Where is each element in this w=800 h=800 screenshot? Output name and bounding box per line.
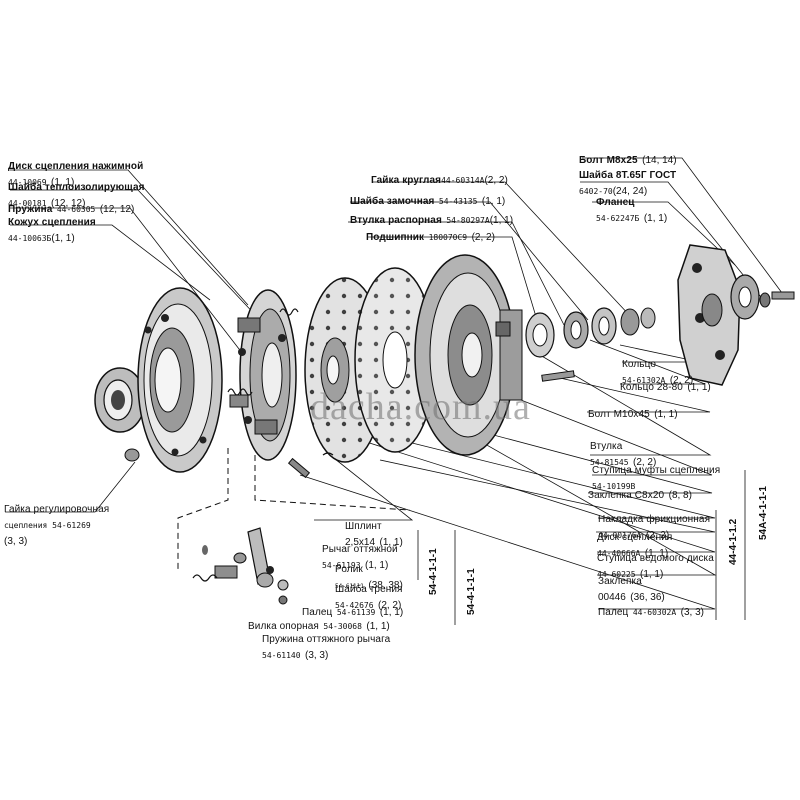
label-heat-washer: Шайба теплоизолирующая 44-00181 (12, 12): [8, 182, 145, 209]
label-rivet: Заклепка 00446 (36, 36): [598, 576, 665, 603]
label-hub-clutch: Ступица муфты сцепления 54-10199В: [592, 465, 721, 491]
friction-lining-shape: [354, 267, 436, 453]
adjusting-nut-hub: [94, 367, 146, 462]
label-bearing: Подшипник 180070С9 (2, 2): [366, 232, 495, 243]
label-rivet-c8: Заклепка С8х20 (8, 8): [588, 490, 692, 501]
label-cotter: Шплинт 2,5х14 (1, 1): [345, 521, 403, 548]
pressure-disc-shape: [229, 289, 297, 461]
bearing-stack-shape: [525, 307, 656, 382]
label-ring-2: Кольцо 28-80 (1, 1): [620, 382, 711, 393]
flange-shape: [677, 244, 795, 386]
hub-housing-shape: [414, 254, 523, 456]
label-clutch-cover: Кожух сцепления 44-10063Б(1, 1): [8, 217, 96, 244]
assembly-code-4: 54-4-1-1-1: [428, 548, 439, 595]
label-pressure-disc: Диск сцепления нажимной 44-10069 (1, 1): [8, 161, 144, 188]
label-bolt-m10: Болт М10х45 (1, 1): [588, 409, 678, 420]
label-round-nut: Гайка круглая44-60314А(2, 2): [371, 175, 508, 186]
label-hub-driven: Ступица ведомого диска 44-60225 (1, 1): [597, 553, 714, 580]
label-lining: Накладка фрикционная 44-00176А (2, 2): [598, 514, 711, 541]
label-flange: Фланец 54-62247Б (1, 1): [596, 197, 668, 224]
pin-shape: [287, 452, 334, 479]
lever-assembly-shape: [192, 527, 289, 605]
label-pin-main: Палец 44-60302А (3, 3): [598, 607, 704, 618]
label-lock-washer: Шайба замочная 54-43135 (1, 1): [350, 196, 506, 207]
assembly-code-1: 54А-4-1-1-1: [758, 486, 769, 540]
label-washer-8t65g: Шайба 8Т.65Г ГОСТ 6402-70(24, 24): [579, 170, 677, 197]
label-fork: Вилка опорная 54-30068 (1, 1): [248, 621, 390, 632]
label-bush: Втулка 54-81545 (2, 2): [590, 441, 657, 468]
label-ring-1: Кольцо 54-61302А (2, 2): [622, 359, 694, 386]
assembly-code-3: 54-4-1-1-1: [466, 568, 477, 615]
assembly-brackets: [417, 470, 746, 625]
label-roller: Ролик 54-61111 (38, 38): [335, 564, 403, 591]
label-adjust-nut: Гайка регулировочная сцепления 54-61269 …: [4, 504, 110, 547]
watermark-text: dacha.com.ua: [310, 386, 531, 428]
label-bolt-m8x25: Болт М8х25 (14, 14): [579, 155, 677, 166]
label-spring: Пружина 44-60305 (12, 12): [8, 204, 135, 215]
springs-shape: [227, 308, 299, 396]
label-friction-washer: Шайба трения 54-42676 (2, 2): [335, 584, 403, 611]
label-lever: Рычаг оттяжной 54-61193 (1, 1): [322, 544, 398, 571]
label-spacer-bush: Втулка распорная 54-80297А(1, 1): [350, 215, 514, 226]
clutch-cover-shape: [137, 287, 223, 473]
label-lever-spring: Пружина оттяжного рычага 54-61140 (3, 3): [262, 634, 391, 661]
assembly-code-2: 44-4-1-1.2: [728, 518, 739, 565]
label-clutch-disc: Диск сцепления 44-40666А (1, 1): [597, 532, 673, 559]
inset-frame: [177, 448, 411, 570]
label-pin-lever: Палец 54-61139 (1, 1): [302, 607, 404, 618]
